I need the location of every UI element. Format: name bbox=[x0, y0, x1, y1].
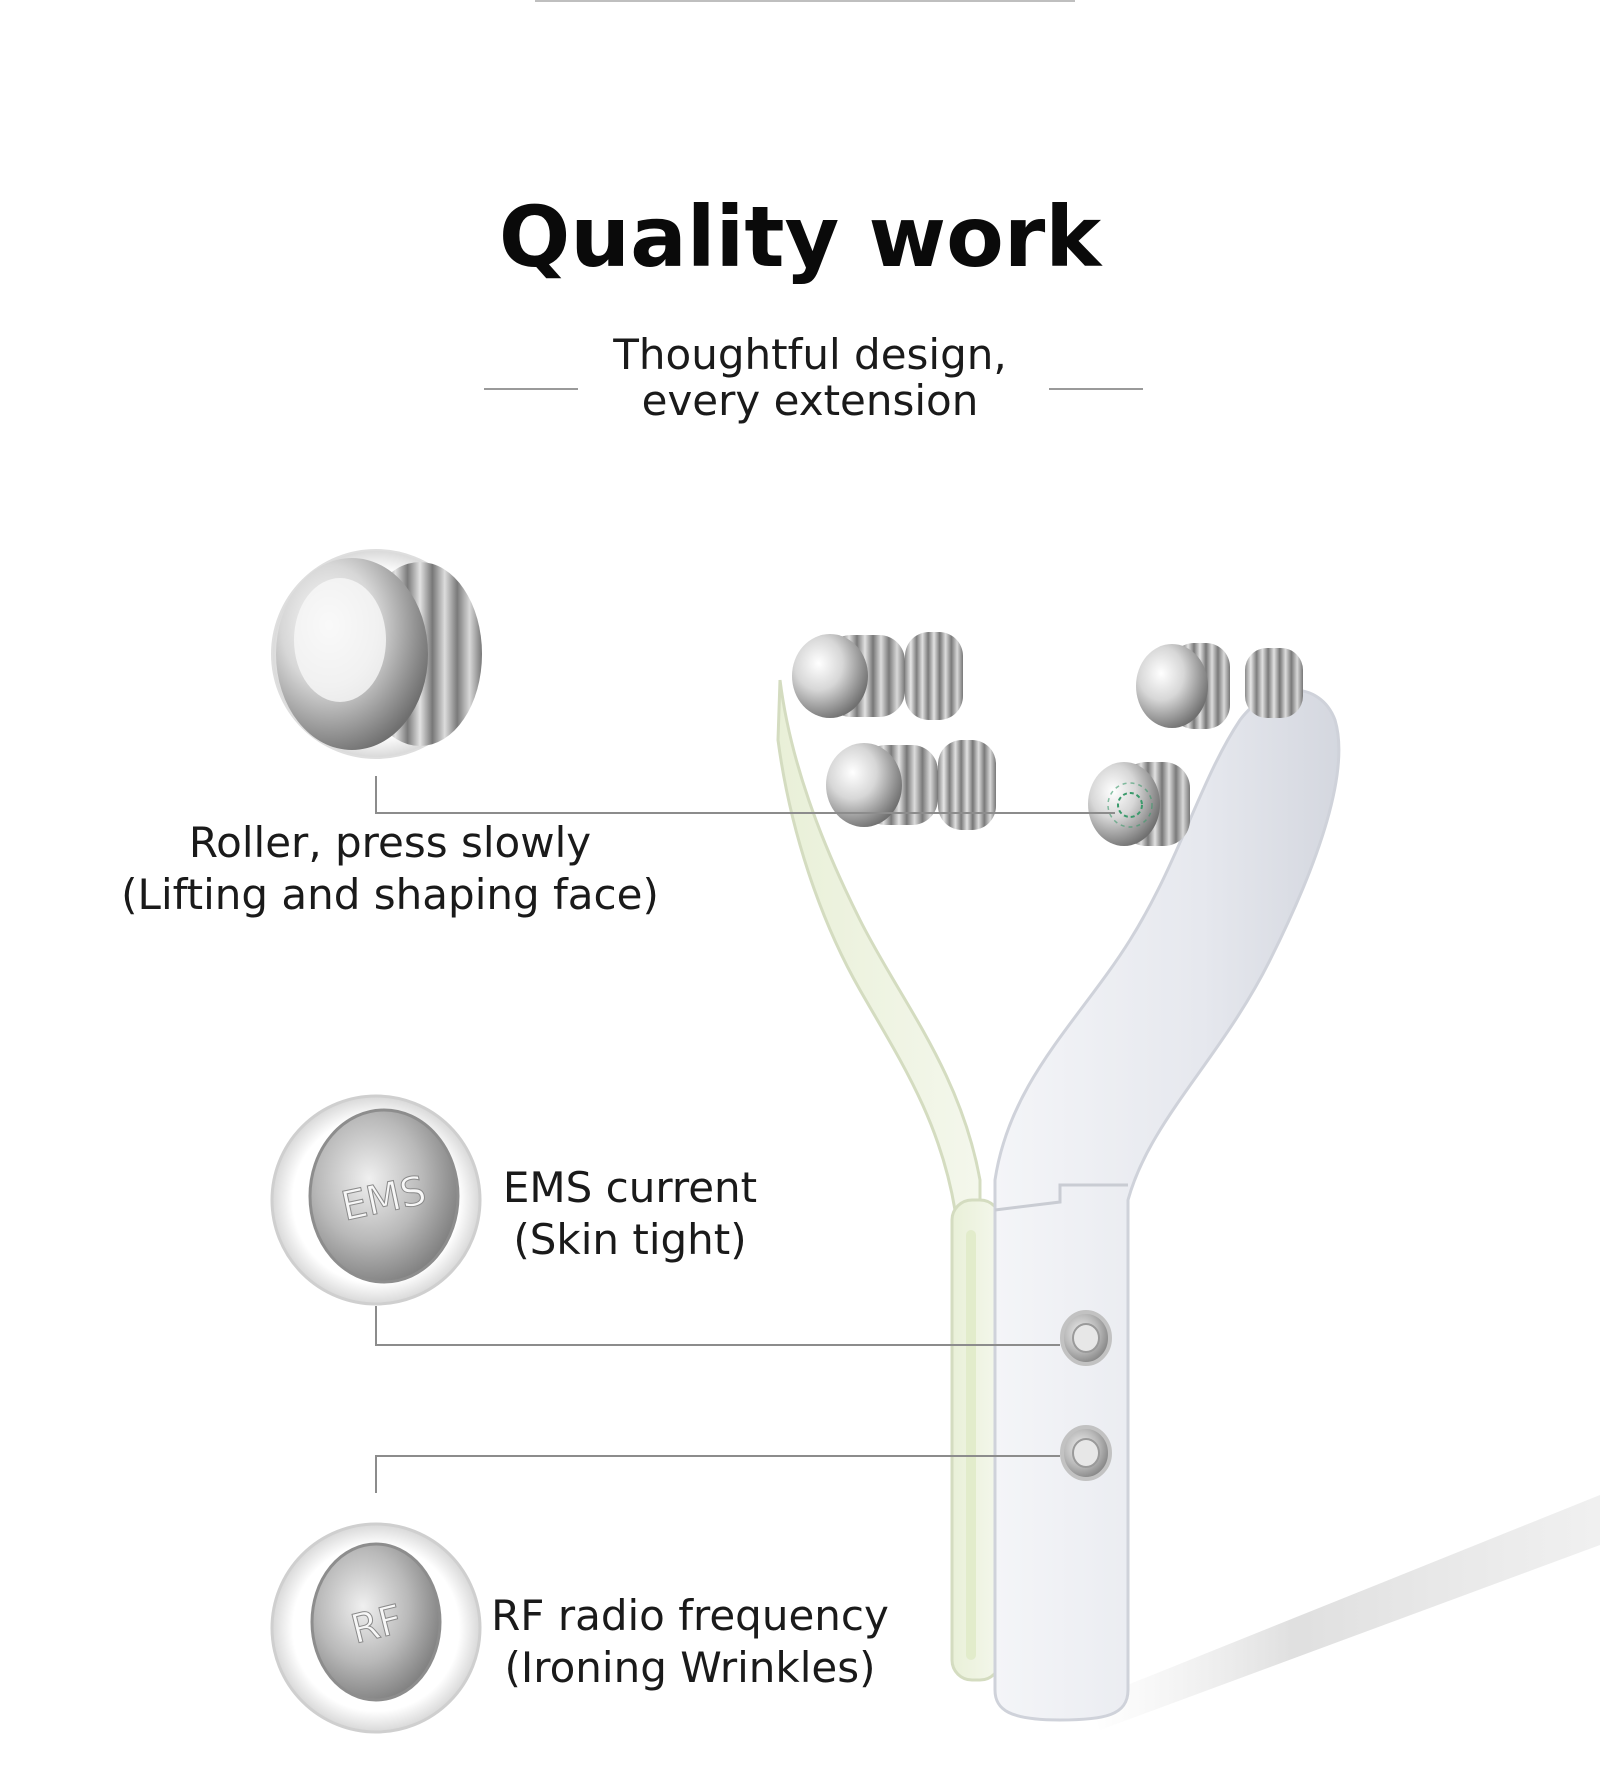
rf-electrode bbox=[1060, 1425, 1112, 1481]
subtitle-line-2: every extension bbox=[641, 376, 979, 425]
ems-caption-line-1: EMS current bbox=[502, 1163, 758, 1212]
y-device bbox=[776, 679, 1341, 1722]
roller-caption-line-2: (Lifting and shaping face) bbox=[121, 870, 659, 919]
roller-caption-line-1: Roller, press slowly bbox=[188, 818, 592, 867]
subtitle-rule-right bbox=[1049, 388, 1143, 390]
rf-caption-line-1: RF radio frequency bbox=[491, 1591, 889, 1640]
ems-electrode-icon: EMS bbox=[270, 1094, 482, 1306]
rf-caption: RF radio frequency (Ironing Wrinkles) bbox=[480, 1590, 900, 1694]
rf-electrode-icon: RF bbox=[270, 1522, 482, 1734]
device-shadow bbox=[1090, 1495, 1600, 1730]
leader-lines bbox=[375, 776, 1115, 1493]
roller-caption: Roller, press slowly (Lifting and shapin… bbox=[120, 817, 660, 921]
ems-caption: EMS current (Skin tight) bbox=[480, 1162, 780, 1266]
ems-electrode bbox=[1060, 1310, 1112, 1366]
rf-caption-line-2: (Ironing Wrinkles) bbox=[504, 1643, 876, 1692]
device-rollers bbox=[792, 632, 1303, 846]
subtitle-rule-left bbox=[484, 388, 578, 390]
top-divider bbox=[535, 0, 1075, 2]
roller-head-icon bbox=[271, 549, 482, 759]
page-subtitle: Thoughtful design, every extension bbox=[580, 332, 1040, 424]
ems-caption-line-2: (Skin tight) bbox=[513, 1215, 747, 1264]
subtitle-line-1: Thoughtful design, bbox=[613, 330, 1007, 379]
page-title: Quality work bbox=[498, 188, 1102, 286]
